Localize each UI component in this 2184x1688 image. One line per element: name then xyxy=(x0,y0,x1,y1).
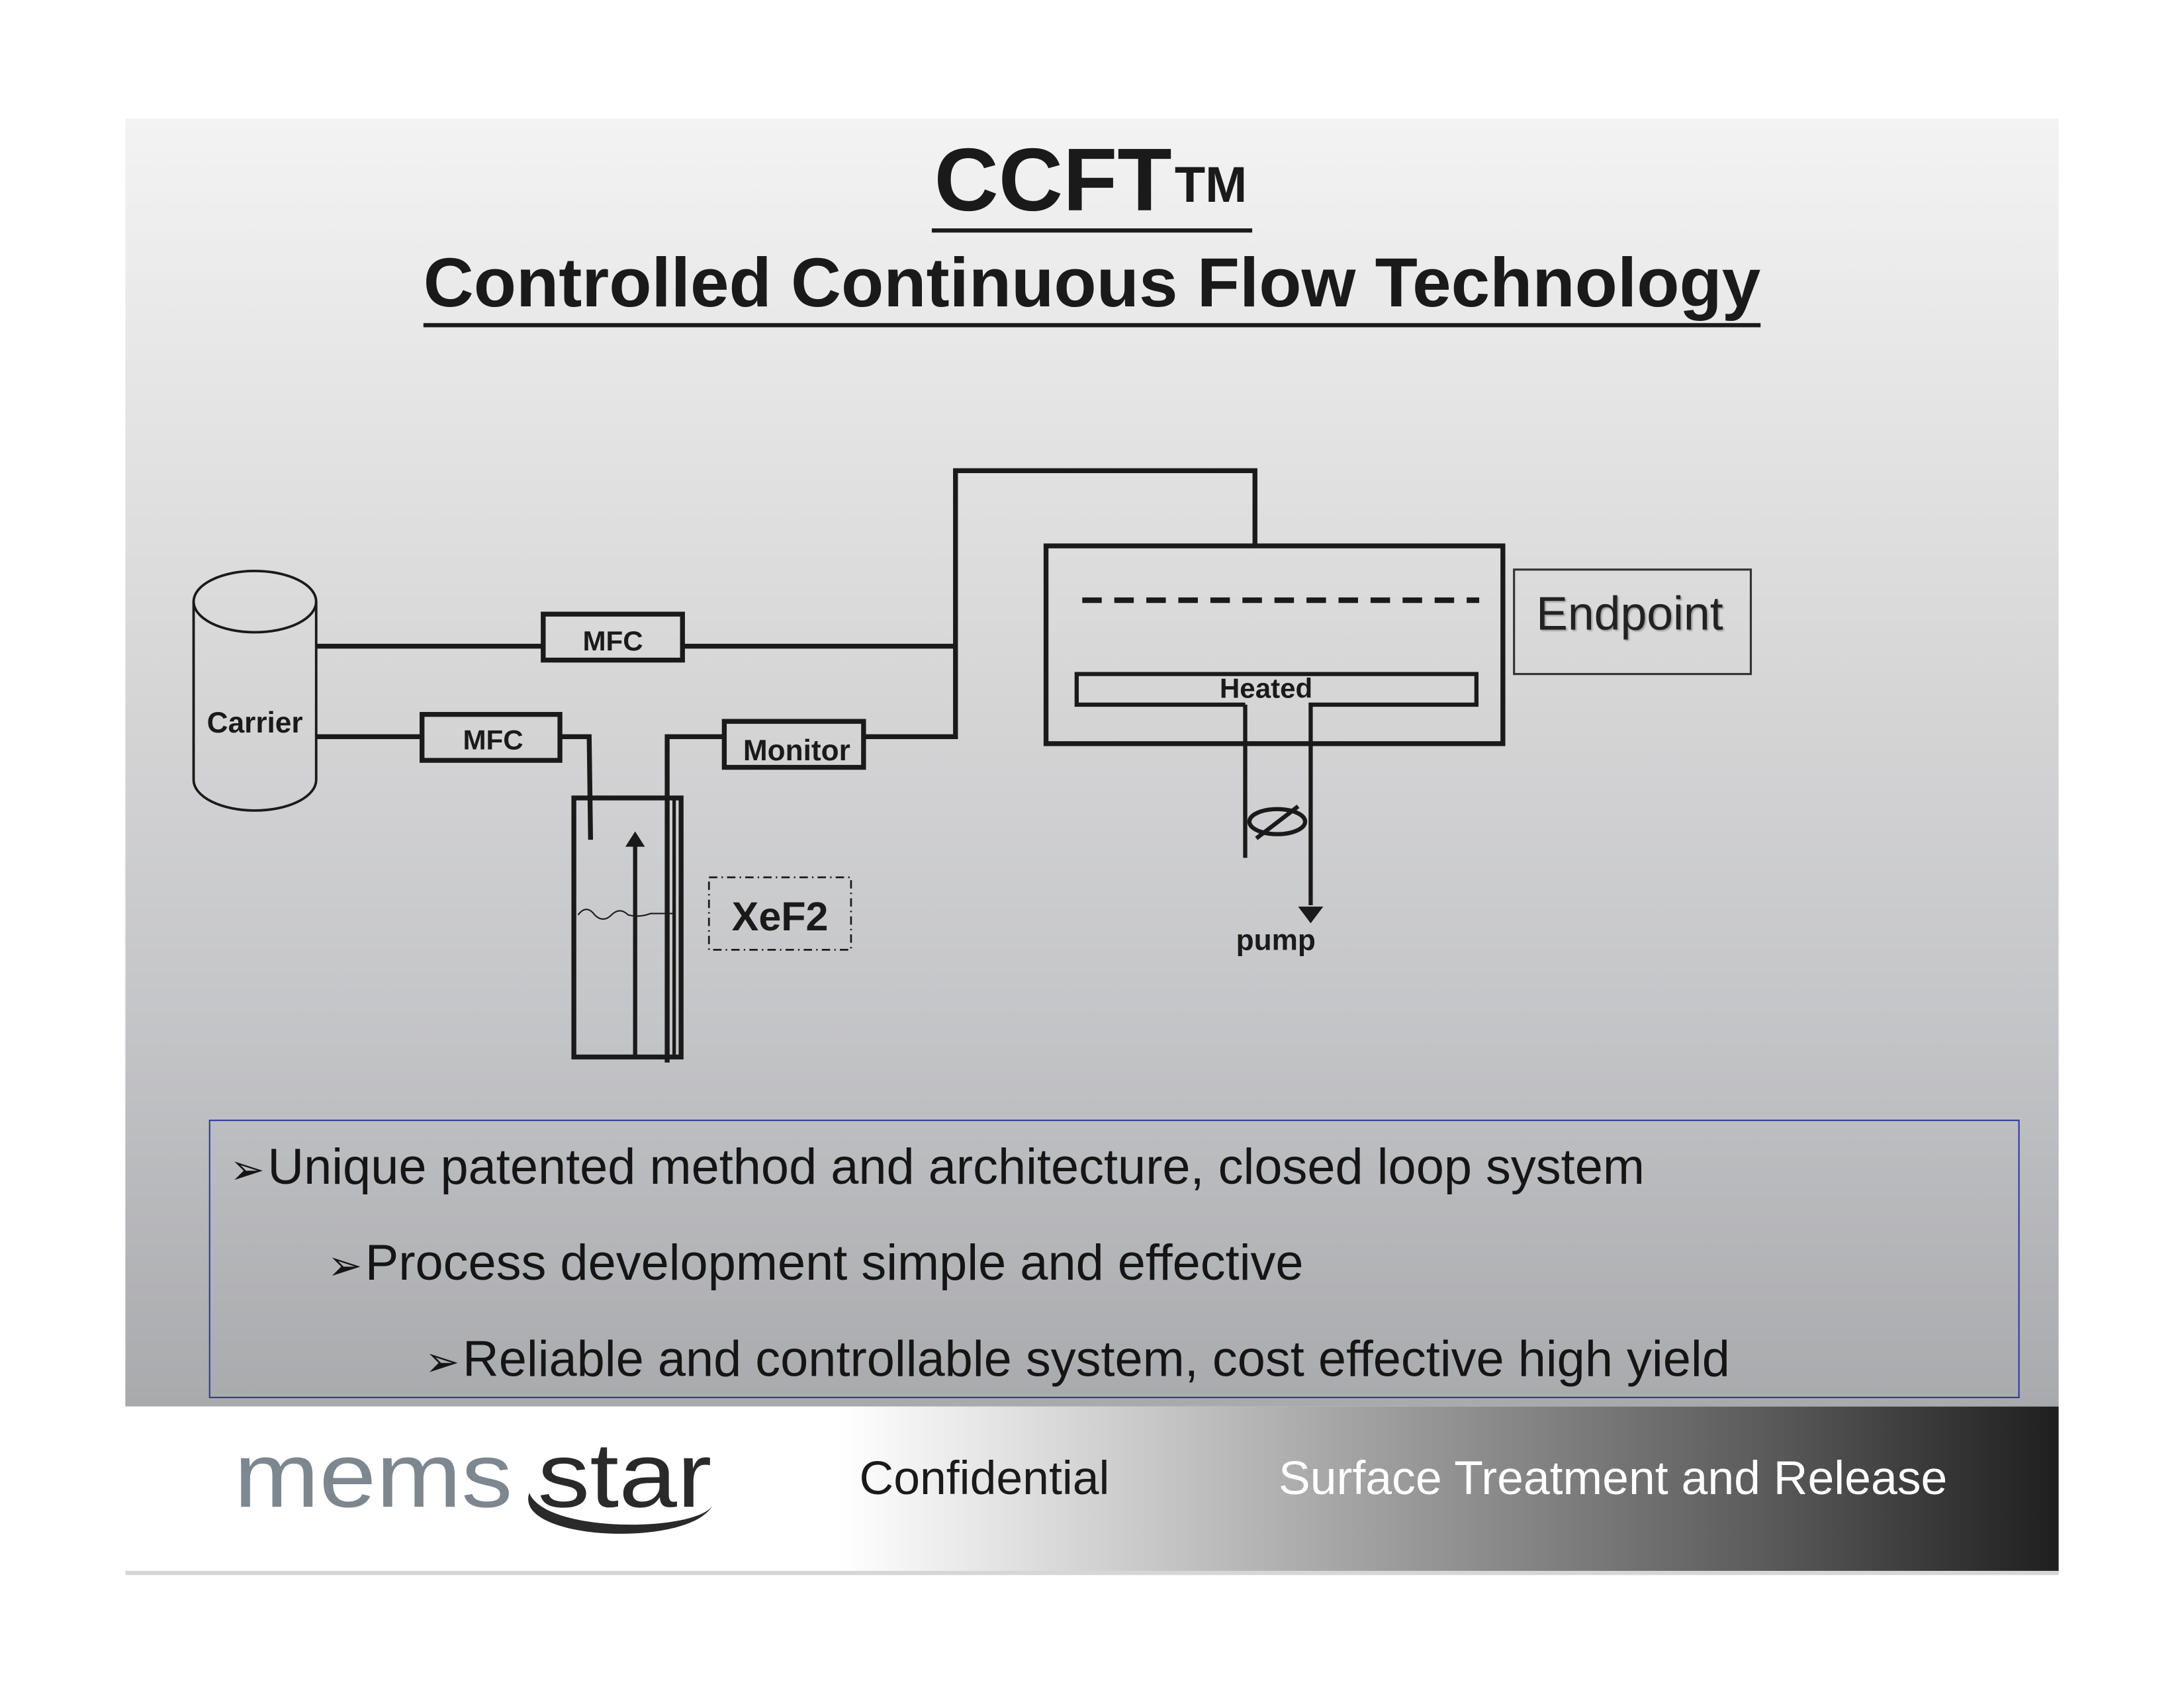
slide-subtitle: Controlled Continuous Flow Technology xyxy=(0,242,2184,328)
arrow-bullet-icon: ➢ xyxy=(424,1339,460,1386)
confidential-label: Confidential xyxy=(859,1452,1110,1506)
arrow-bullet-icon: ➢ xyxy=(327,1243,363,1290)
bullet-text: Unique patented method and architecture,… xyxy=(267,1137,1645,1195)
logo-swoosh-icon xyxy=(528,1493,713,1534)
bullet-box: ➢Unique patented method and architecture… xyxy=(208,1120,2020,1399)
mfc-bottom-box xyxy=(420,711,563,763)
bullet-text: Reliable and controllable system, cost e… xyxy=(463,1329,1730,1388)
memsstar-logo: mems star xyxy=(234,1424,713,1534)
liquid-level xyxy=(577,909,673,920)
logo-mems: mems xyxy=(234,1424,513,1527)
carrier-label: Carrier xyxy=(207,707,303,739)
bullet-item: ➢Process development simple and effectiv… xyxy=(328,1234,1304,1292)
bullet-item: ➢Unique patented method and architecture… xyxy=(230,1137,1645,1196)
footer-bar xyxy=(125,1406,2059,1576)
xef2-label: XeF2 xyxy=(732,894,829,939)
monitor-label: Monitor xyxy=(743,734,850,767)
pump-arrow-head xyxy=(1298,907,1324,924)
carrier-line-bottom xyxy=(316,734,594,840)
endpoint-box xyxy=(1513,568,1752,676)
arrow-bullet-icon: ➢ xyxy=(230,1147,265,1194)
xef2-label-box xyxy=(707,876,852,951)
mfc-bottom-label: MFC xyxy=(463,724,523,755)
heated-platen xyxy=(1074,672,1479,905)
title-text: CCFT xyxy=(934,129,1172,230)
pump-label: pump xyxy=(1236,924,1316,956)
valve-icon xyxy=(1247,807,1308,836)
subtitle-text: Controlled Continuous Flow Technology xyxy=(423,242,1761,328)
bullet-text: Process development simple and effective xyxy=(365,1233,1304,1291)
mfc-top-label: MFC xyxy=(582,625,643,656)
bubbler-arrow-head xyxy=(625,831,645,847)
valve-slash xyxy=(1255,805,1300,840)
heated-label: Heated xyxy=(1220,672,1312,703)
trademark: TM xyxy=(1174,155,1248,214)
endpoint-label: Endpoint xyxy=(1536,587,1723,640)
footer-tagline: Surface Treatment and Release xyxy=(1279,1452,1948,1506)
process-chamber xyxy=(1043,543,1506,746)
bullet-item: ➢Reliable and controllable system, cost … xyxy=(425,1330,1730,1388)
monitor-box xyxy=(721,719,866,770)
mfc-top-box xyxy=(541,611,685,663)
bubbler-outlet-line xyxy=(664,468,1257,1063)
carrier-cylinder xyxy=(192,569,318,812)
xef2-bubbler xyxy=(571,795,684,1060)
logo-star: star xyxy=(537,1424,711,1527)
